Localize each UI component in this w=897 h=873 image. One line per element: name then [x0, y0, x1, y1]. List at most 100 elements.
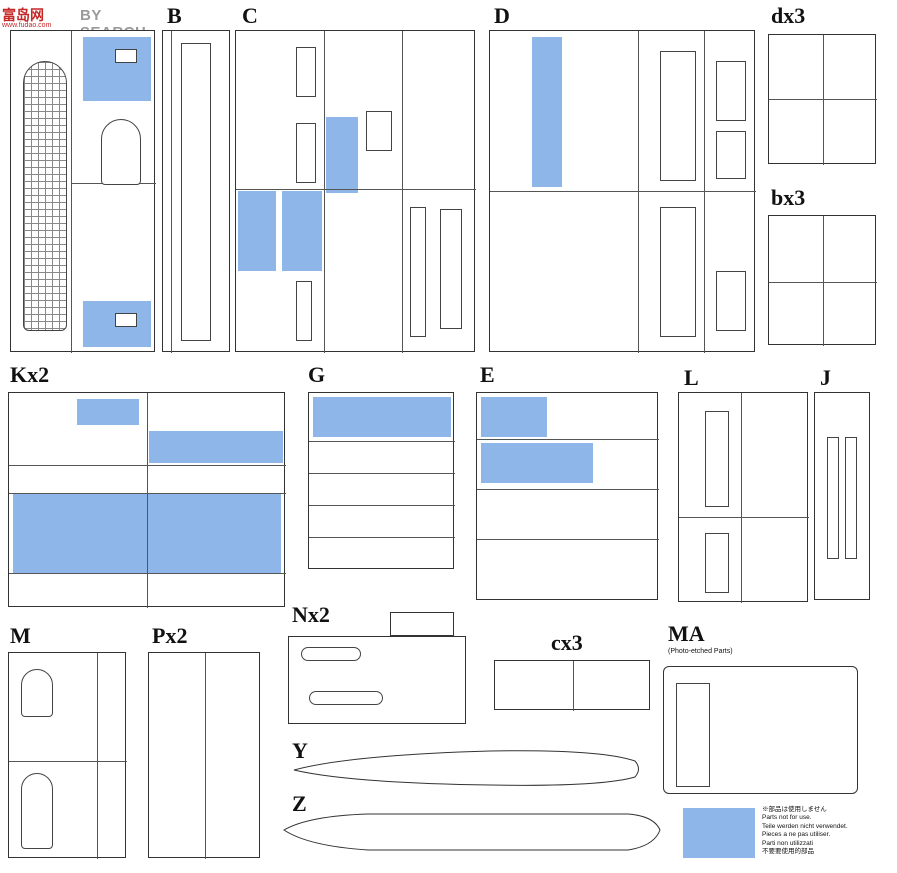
sprue-runner	[309, 505, 455, 506]
sprue-runner	[402, 31, 403, 353]
frame-part	[296, 123, 316, 183]
bulkhead-part	[716, 131, 746, 179]
sheet-label-c: C	[242, 3, 258, 28]
hull-plate-part	[660, 207, 696, 337]
sprue-j	[814, 392, 870, 600]
watermark: 富岛网 www.fudao.com BY SEARCH	[2, 3, 162, 41]
small-part	[115, 49, 137, 63]
boat-hull-part	[309, 691, 383, 705]
unused-parts-legend-swatch	[683, 808, 755, 858]
legend-line: Teile werden nicht verwendet.	[762, 822, 848, 830]
railing-part	[676, 683, 710, 787]
unused-parts-legend-text: ※部品は使用しません Parts not for use. Teile werd…	[762, 806, 848, 856]
sheet-label-d: D	[494, 3, 510, 28]
sprue-kx2	[8, 392, 286, 608]
unused-part-highlight	[481, 397, 547, 437]
sprue-runner	[477, 489, 659, 490]
sprue-runner	[679, 517, 809, 518]
sheet-label-dx3: dx3	[771, 3, 806, 28]
sprue-dx3	[768, 34, 877, 165]
frame-part	[296, 281, 312, 341]
sheet-label-l: L	[684, 365, 699, 390]
tower-part	[705, 533, 729, 593]
small-part	[115, 313, 137, 327]
boat-part	[21, 669, 53, 717]
sprue-runner	[490, 191, 756, 192]
sheet-label-y: Y	[292, 738, 308, 763]
sheet-label-z: Z	[292, 791, 307, 816]
sprue-bx3	[768, 215, 877, 346]
sprue-cx3	[494, 660, 650, 711]
unused-part-highlight	[77, 399, 139, 425]
sprue-runner	[71, 31, 72, 353]
flight-deck-part	[23, 61, 67, 331]
unused-part-highlight	[313, 397, 451, 437]
sprue-d	[489, 30, 756, 353]
sprue-runner	[147, 393, 148, 608]
sprue-runner	[638, 31, 639, 353]
sprue-runner	[309, 441, 455, 442]
unused-part-highlight	[149, 431, 283, 463]
hull-part-z	[283, 813, 661, 851]
sheet-label-j: J	[820, 365, 831, 390]
unused-part-highlight	[83, 37, 151, 101]
sprue-runner	[236, 189, 476, 190]
watermark-url: www.fudao.com	[2, 22, 52, 29]
sheet-ma	[663, 666, 858, 794]
tower-part	[705, 411, 729, 507]
sprue-runner	[741, 393, 742, 603]
sheet-label-e: E	[480, 362, 495, 387]
sprue-runner	[823, 35, 824, 165]
hull-plate-part	[660, 51, 696, 181]
sheet-label-m: M	[10, 623, 31, 648]
unused-part-highlight	[481, 443, 593, 483]
sprue-px2	[148, 652, 260, 859]
unused-part-highlight	[532, 37, 562, 187]
sprue-runner	[171, 31, 172, 353]
unused-part-highlight	[326, 117, 358, 193]
bulkhead-part	[716, 271, 746, 331]
unused-part-highlight	[282, 191, 322, 271]
sheet-label-px2: Px2	[152, 623, 188, 648]
sprue-a	[10, 30, 156, 353]
sprue-runner	[324, 31, 325, 353]
sprue-m	[8, 652, 127, 859]
legend-line: Parts not for use.	[762, 814, 812, 822]
legend-line: 不要要使用的部品	[762, 848, 814, 856]
frame-part	[440, 209, 462, 329]
sprue-runner	[704, 31, 705, 353]
sheet-sublabel-ma: (Photo-etched Parts)	[668, 648, 733, 655]
legend-line: Pieces a ne pas utiliser.	[762, 831, 831, 839]
hull-part-y	[293, 750, 639, 786]
sheet-label-ma: MA	[668, 621, 705, 646]
sprue-runner	[477, 539, 659, 540]
sheet-label-cx3: cx3	[551, 630, 583, 655]
sprue-runner	[477, 439, 659, 440]
frame-part	[410, 207, 426, 337]
sprue-runner	[205, 653, 206, 859]
frame-part	[296, 47, 316, 97]
sprue-l	[678, 392, 809, 603]
sheet-label-b: B	[167, 3, 182, 28]
sprue-nx2-tab	[390, 612, 454, 636]
boat-part	[21, 773, 53, 849]
sprue-runner	[309, 537, 455, 538]
sprue-runner	[97, 653, 98, 859]
unused-part-highlight	[238, 191, 276, 271]
legend-line: Parti non utilizzati	[762, 839, 813, 847]
sheet-label-g: G	[308, 362, 326, 387]
sprue-g	[308, 392, 455, 569]
rail-part	[845, 437, 857, 559]
sheet-label-nx2: Nx2	[292, 602, 330, 627]
legend-line: ※部品は使用しません	[762, 806, 827, 813]
hull-part	[101, 119, 141, 185]
sheet-label-kx2: Kx2	[10, 362, 50, 387]
sprue-nx2	[288, 636, 466, 724]
bulkhead-part	[716, 61, 746, 121]
sprue-e	[476, 392, 659, 600]
sprue-runner	[573, 661, 574, 711]
sheet-label-bx3: bx3	[771, 185, 806, 210]
sprue-runner	[823, 216, 824, 346]
rail-part	[827, 437, 839, 559]
frame-part	[366, 111, 392, 151]
